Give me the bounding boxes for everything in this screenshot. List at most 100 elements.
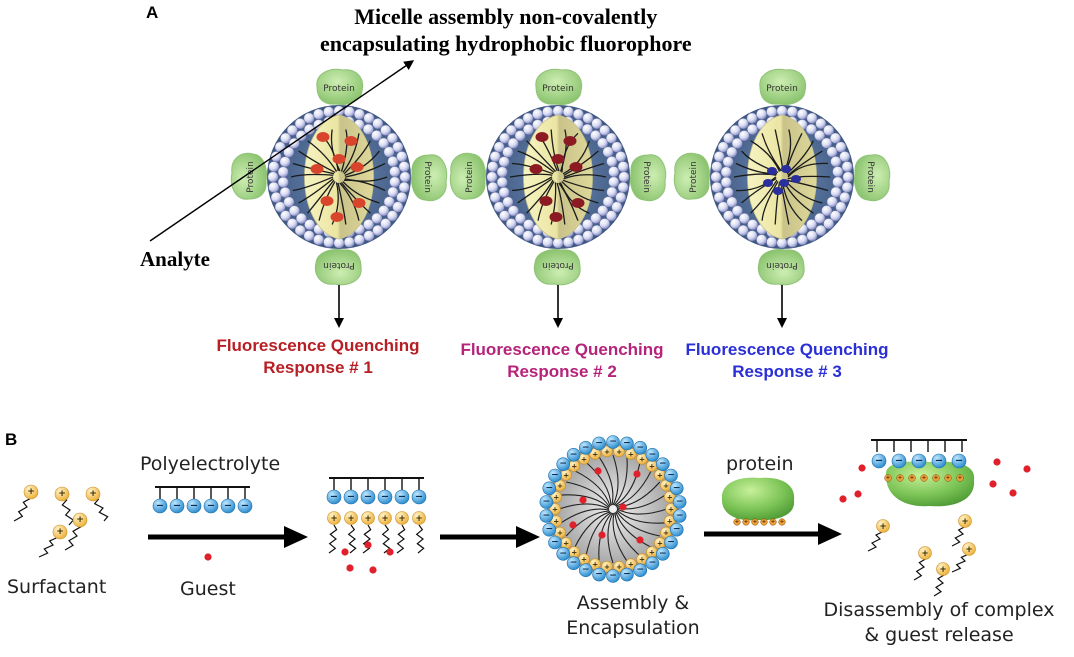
headgroup-bead — [731, 137, 743, 149]
headgroup-bead — [606, 186, 618, 198]
minus-sign: − — [609, 571, 617, 581]
protein-plus: + — [958, 475, 962, 481]
anion-bead — [931, 453, 947, 469]
headgroup-bead — [498, 156, 510, 168]
cation-headgroup — [936, 562, 950, 576]
minus-sign: − — [173, 501, 181, 512]
surfactant-tail — [396, 524, 406, 554]
headgroup-bead — [389, 176, 401, 188]
anion-bead — [237, 498, 253, 514]
headgroup-bead — [493, 201, 505, 213]
hydrophobic-tail — [556, 182, 566, 225]
plus-sign: + — [921, 548, 928, 558]
headgroup-bead — [487, 181, 499, 193]
anion-bead — [620, 436, 634, 451]
anion-bead — [578, 563, 593, 578]
headgroup-bead — [582, 230, 594, 242]
response-1-line2: Response # 1 — [263, 358, 373, 377]
plus-sign: + — [649, 461, 655, 470]
headgroup-bead — [726, 146, 738, 158]
micelle-tail — [612, 512, 628, 562]
micelle-tail — [560, 494, 610, 509]
protein-blob-top: Protein — [316, 68, 364, 109]
cation-headgroup — [918, 546, 932, 560]
minus-sign: − — [582, 565, 590, 575]
headgroup-bead — [738, 213, 750, 224]
anion-bead — [606, 435, 620, 449]
micelle-tail — [616, 509, 666, 524]
headgroup-bead — [389, 166, 401, 178]
minus-sign: − — [543, 511, 551, 521]
headgroup-bead — [295, 213, 307, 224]
surfactant-tail — [92, 494, 109, 522]
hydrophobic-tail — [511, 176, 553, 192]
headgroup-bead — [608, 176, 620, 188]
headgroup-bead — [796, 108, 808, 120]
protein-charge — [760, 518, 768, 526]
headgroup-bead — [286, 218, 298, 230]
hydrophobic-tail — [526, 140, 557, 172]
headgroup-bead — [380, 124, 392, 136]
headgroup-bead — [387, 186, 399, 198]
guest-dot — [594, 467, 602, 475]
headgroup-bead — [363, 219, 374, 230]
anion-bead — [566, 447, 581, 462]
headgroup-bead — [323, 236, 335, 248]
hydrophobic-tail — [307, 179, 335, 214]
process-arrow-head — [818, 523, 842, 545]
headgroup-bead — [522, 112, 534, 124]
headgroup-bead — [602, 196, 614, 208]
anion-bead — [394, 489, 410, 505]
headgroup-bead — [830, 156, 842, 167]
protein-charge — [932, 474, 940, 482]
fluorophore-dot — [779, 179, 789, 187]
anion-bead — [633, 563, 648, 578]
headgroup-bead — [597, 205, 609, 217]
protein-text: Protein — [766, 84, 798, 94]
protein-plus: + — [946, 475, 950, 481]
headgroup-bead — [507, 137, 519, 149]
headgroup-bead — [599, 218, 611, 230]
guest-dot — [204, 553, 212, 561]
headgroup-bead — [392, 201, 404, 213]
headgroup-bead — [294, 224, 306, 236]
encapsulation-micelle: ++++++++++++++++++++++++++++++−−−−−−−−−−… — [539, 435, 687, 583]
response-2-line1: Fluorescence Quenching — [460, 340, 664, 359]
headgroup-bead — [617, 181, 629, 193]
fluorophore-dot — [535, 132, 549, 142]
assembly-line1: Assembly & — [576, 592, 690, 614]
headgroup-bead — [280, 210, 292, 222]
headgroup-bead — [841, 181, 853, 193]
headgroup-bead — [562, 106, 574, 118]
headgroup-bead — [726, 196, 738, 208]
anion-bead — [326, 489, 342, 505]
anion-bead — [664, 468, 678, 483]
protein-shape — [757, 249, 805, 286]
headgroup-bead — [274, 201, 286, 213]
headgroup-bead — [738, 130, 750, 142]
response-1-label: Fluorescence Quenching Response # 1 — [193, 335, 443, 379]
panel-a-letter: A — [146, 3, 159, 22]
headgroup-bead — [806, 219, 817, 230]
headgroup-bead — [398, 161, 410, 173]
headgroup-bead — [756, 234, 768, 246]
assembly-line2: Encapsulation — [566, 617, 700, 639]
cation-headgroup — [361, 511, 375, 525]
headgroup-bead — [505, 218, 517, 230]
protein-plus: + — [934, 475, 938, 481]
headgroup-bead — [608, 166, 620, 178]
headgroup-bead — [499, 132, 511, 144]
protein-blob-bottom: Protein — [533, 245, 581, 286]
plus-sign: + — [364, 513, 371, 523]
anion-bead — [578, 440, 593, 455]
cation-headgroup — [395, 511, 409, 525]
headgroup-bead — [835, 141, 847, 153]
headgroup-bead — [814, 130, 826, 141]
anion-bead — [539, 495, 554, 509]
fluorophore-dot — [350, 162, 364, 172]
plus-sign: + — [415, 513, 422, 523]
hydrophobic-tail — [761, 133, 782, 172]
protein-charge — [896, 474, 904, 482]
minus-sign: − — [673, 525, 681, 535]
